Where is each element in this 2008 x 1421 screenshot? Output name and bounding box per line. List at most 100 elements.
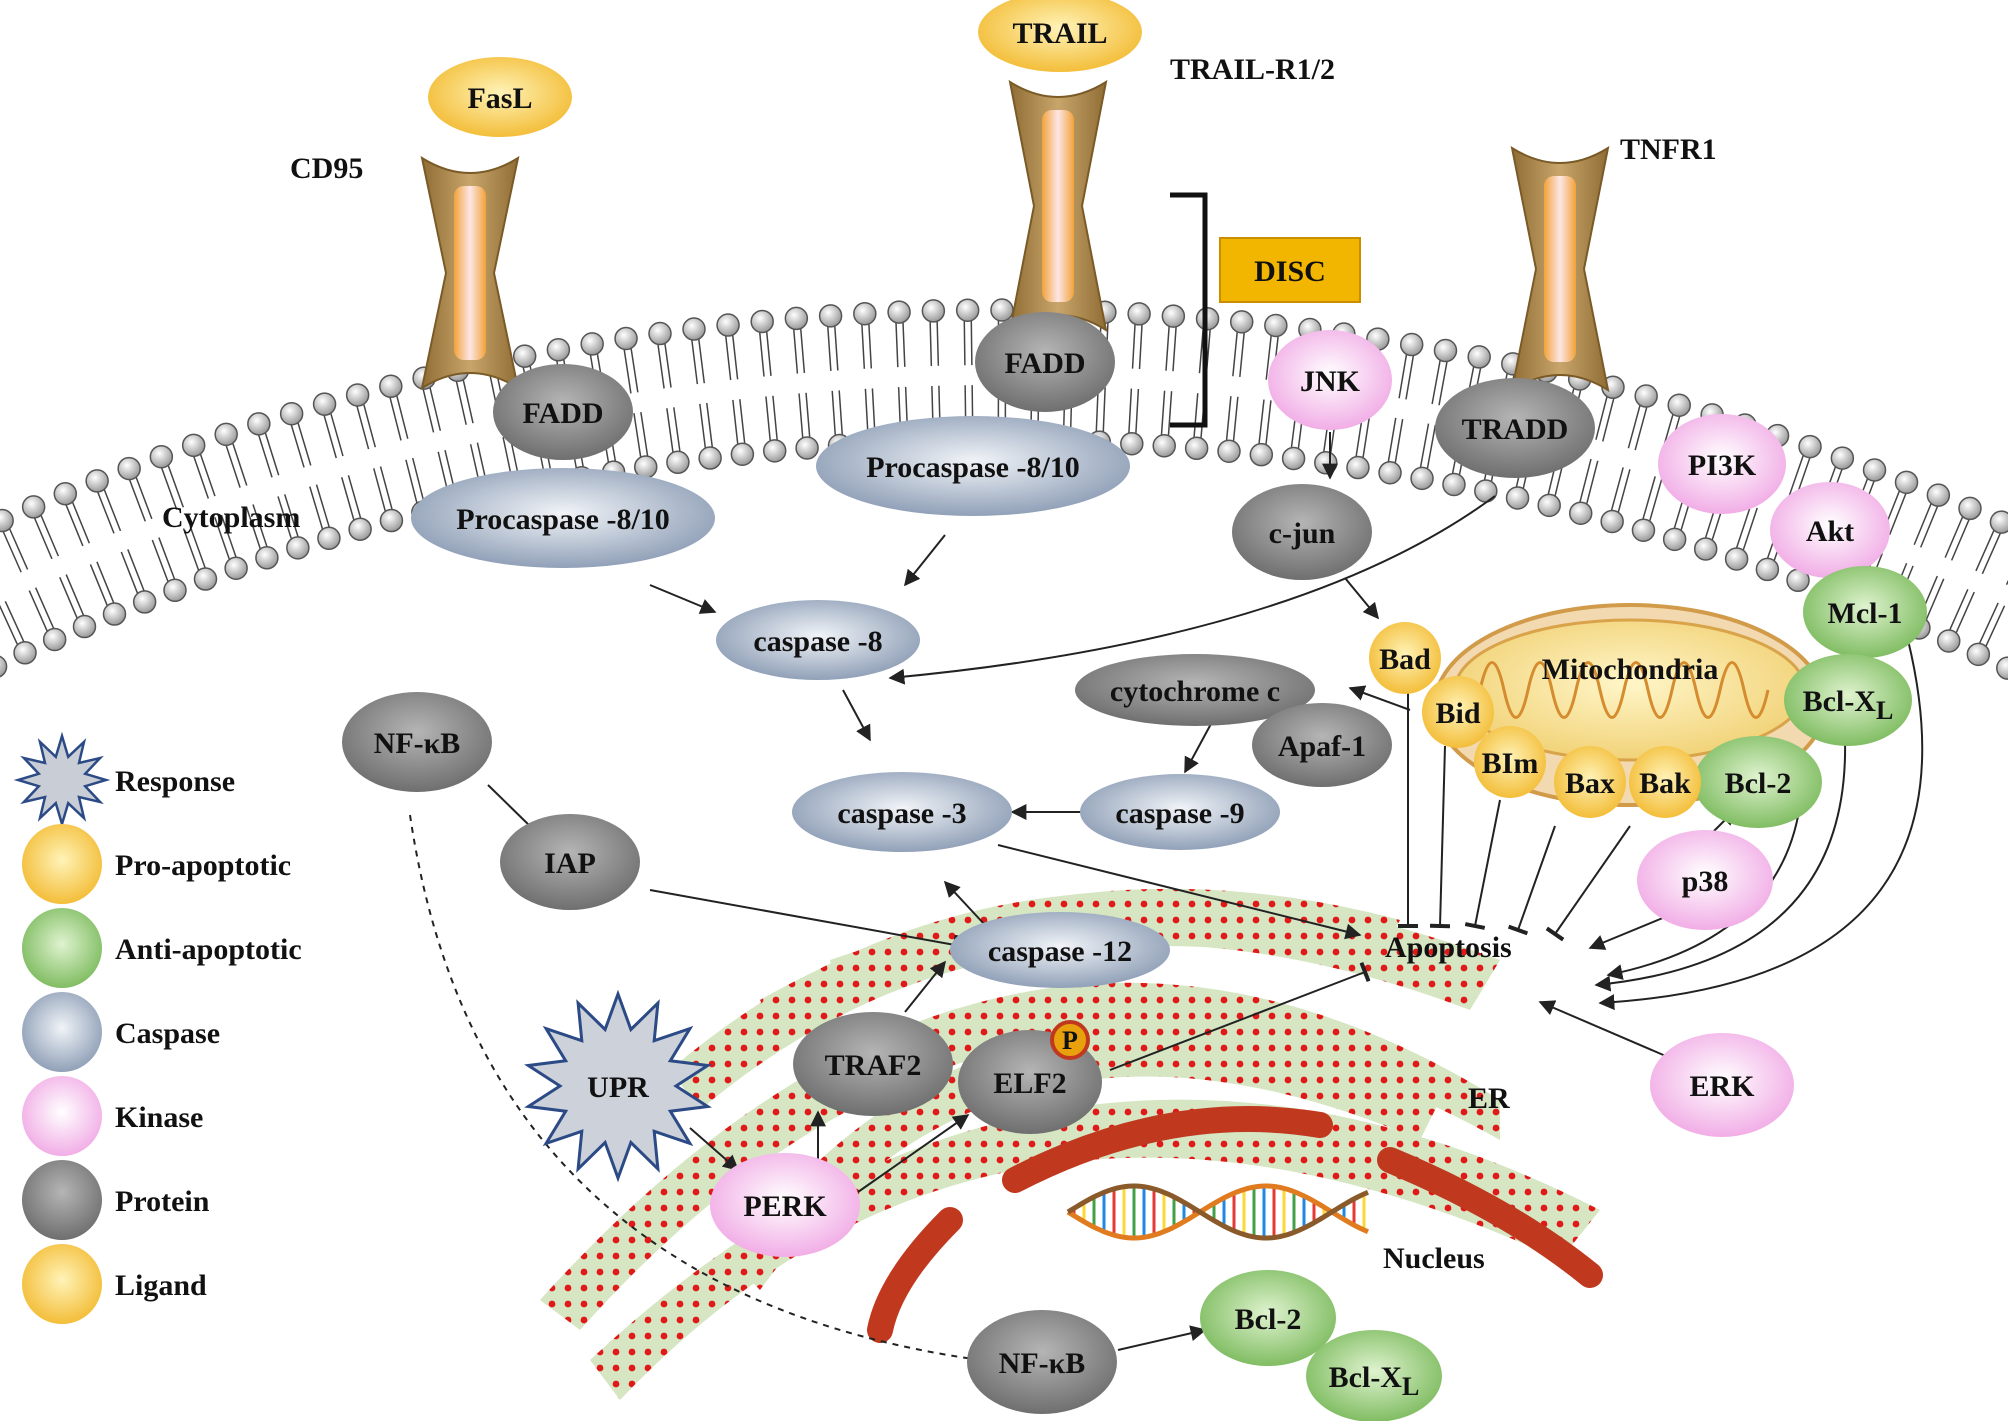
lipid-head — [1755, 557, 1780, 582]
disc-label: DISC — [1254, 255, 1326, 288]
node-casp12-label: caspase -12 — [988, 935, 1132, 968]
lipid-head — [0, 655, 8, 678]
node-fadd-2[interactable] — [975, 312, 1115, 412]
lipid-head — [345, 383, 370, 407]
node-procasp-2-label: Procaspase -8/10 — [866, 451, 1080, 484]
arrow-mcl1-apoptosis — [1598, 639, 1924, 1011]
phospho-icon — [1050, 1020, 1090, 1060]
lipid-head — [614, 326, 638, 351]
arrow-nfkb-bcl2 — [1117, 1325, 1207, 1351]
lipid-head — [1474, 479, 1498, 503]
node-p38[interactable] — [1637, 830, 1773, 930]
node-nfkb-top[interactable] — [342, 692, 492, 792]
node-bad[interactable] — [1369, 622, 1441, 694]
node-fasl[interactable] — [428, 57, 572, 137]
arrow-cjun-bad — [1344, 577, 1380, 620]
lipid-head — [955, 298, 980, 322]
node-pi3k[interactable] — [1658, 414, 1786, 514]
arrow-bclxl-apoptosis — [1594, 739, 1847, 992]
inhibit-iap-casp12 — [649, 889, 959, 956]
node-casp12[interactable] — [950, 912, 1170, 988]
node-traf2[interactable] — [793, 1012, 953, 1116]
lipid-head — [546, 338, 571, 362]
node-casp3[interactable] — [792, 772, 1012, 852]
node-bax[interactable] — [1554, 746, 1626, 818]
node-cytc[interactable] — [1075, 654, 1315, 726]
node-bcl2-top[interactable] — [1694, 736, 1822, 828]
legend-label: Caspase — [115, 1017, 220, 1050]
er-label: ER — [1468, 1082, 1510, 1115]
node-bim[interactable] — [1474, 726, 1546, 798]
node-fadd-1[interactable] — [493, 364, 633, 460]
node-mcl1-label: Mcl-1 — [1828, 597, 1903, 630]
lipid-head — [1229, 310, 1254, 334]
node-casp3-label: caspase -3 — [837, 797, 966, 830]
lipid-head — [1662, 527, 1687, 552]
node-procasp-2[interactable] — [816, 416, 1130, 516]
node-tradd[interactable] — [1435, 378, 1595, 478]
node-bim-label: BIm — [1482, 747, 1539, 780]
node-cjun[interactable] — [1232, 484, 1372, 580]
node-casp9[interactable] — [1080, 774, 1280, 850]
node-bclxl-bottom[interactable] — [1306, 1330, 1442, 1421]
node-bclxl-top-label: Bcl-XL — [1803, 685, 1894, 725]
node-iap-label: IAP — [544, 847, 596, 880]
receptor-trail-r[interactable] — [1008, 79, 1108, 333]
node-procasp-1[interactable] — [411, 468, 715, 568]
lipid-head — [224, 556, 248, 580]
legend-item: Anti-apoptotic — [22, 908, 302, 988]
node-bak[interactable] — [1629, 746, 1701, 818]
node-erk[interactable] — [1650, 1033, 1794, 1137]
lipid-head — [42, 627, 67, 652]
node-jnk-label: JNK — [1300, 365, 1361, 398]
lipid-head — [1314, 451, 1338, 475]
node-erk-label: ERK — [1689, 1070, 1755, 1103]
upr-label: UPR — [587, 1071, 649, 1104]
legend-label: Anti-apoptotic — [115, 933, 302, 966]
node-trail[interactable] — [978, 0, 1142, 72]
disc-box[interactable]: DISC — [1219, 237, 1361, 303]
lipid-head — [853, 301, 877, 326]
lipid-head — [666, 450, 690, 475]
node-iap[interactable] — [500, 814, 640, 910]
nuclear-envelope — [867, 1106, 1603, 1343]
receptor-cd95[interactable] — [420, 155, 520, 391]
node-perk[interactable] — [710, 1153, 860, 1257]
node-nfkb-bottom-label: NF-κB — [999, 1347, 1086, 1380]
apoptosis-label: Apoptosis — [1385, 931, 1512, 964]
tnfr1-label: TNFR1 — [1620, 133, 1717, 166]
node-nfkb-bottom[interactable] — [967, 1310, 1117, 1414]
node-bcl2-bottom[interactable] — [1200, 1270, 1336, 1366]
lipid-head — [1724, 547, 1749, 571]
arrow-tradd-casp8 — [888, 495, 1496, 685]
lipid-head — [13, 641, 37, 665]
node-bclxl-top[interactable] — [1784, 654, 1912, 746]
node-apaf1[interactable] — [1252, 703, 1392, 787]
lipid-head — [512, 344, 537, 368]
node-perk-label: PERK — [743, 1190, 827, 1223]
arrow-p38-apoptosis — [1588, 914, 1671, 950]
cd95-label: CD95 — [290, 152, 363, 185]
node-casp8[interactable] — [716, 600, 920, 680]
lipid-head — [784, 306, 809, 331]
lipid-head — [1634, 384, 1658, 408]
lipid-head — [1958, 496, 1982, 521]
pathway-nodes: FasL TRAIL FADD FADD Procaspase -8/10 Pr… — [342, 0, 1927, 1421]
node-mcl1[interactable] — [1803, 566, 1927, 658]
lipid-head — [1862, 458, 1887, 482]
receptor-tnfr1[interactable] — [1510, 145, 1610, 393]
upr-starburst-icon[interactable]: UPR — [524, 989, 712, 1183]
lipid-head — [1433, 338, 1458, 363]
mitochondria-label: Mitochondria — [1542, 653, 1719, 686]
node-bid-label: Bid — [1435, 697, 1480, 730]
node-bid[interactable] — [1422, 676, 1494, 748]
node-jnk[interactable] — [1268, 330, 1392, 430]
arrow-cytc-casp9 — [1184, 721, 1213, 774]
node-akt[interactable] — [1770, 482, 1890, 578]
node-tradd-label: TRADD — [1462, 413, 1569, 446]
legend-item: Protein — [22, 1160, 210, 1240]
lipid-head — [762, 439, 787, 463]
dashed-nfkb-loop — [409, 814, 981, 1361]
arrow-casp12-casp3 — [943, 880, 986, 926]
